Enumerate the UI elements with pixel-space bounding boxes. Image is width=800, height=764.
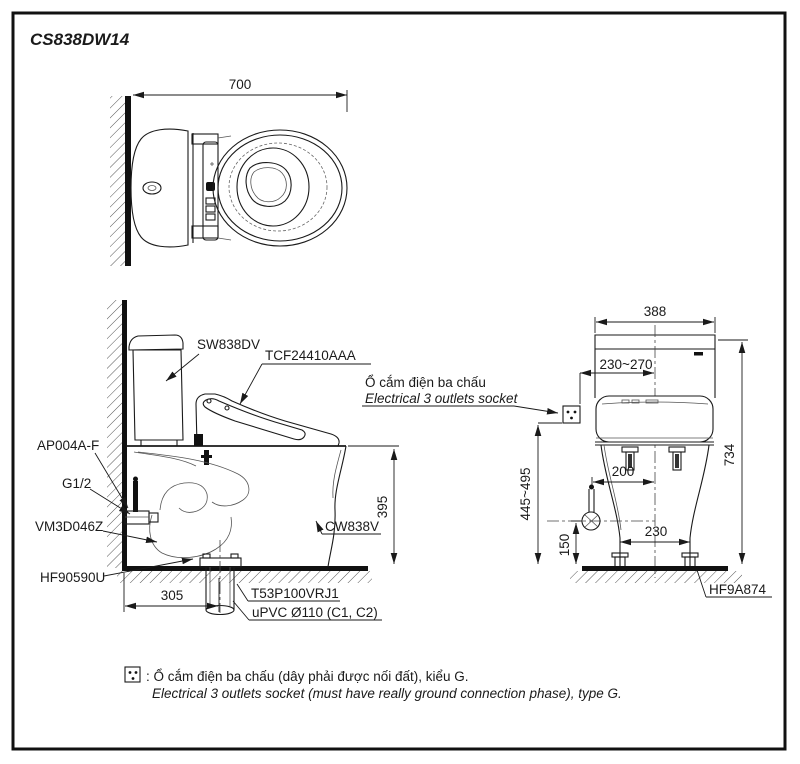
wall-line bbox=[122, 300, 127, 568]
floor-hatch bbox=[570, 571, 742, 583]
dim-total-height: 734 bbox=[722, 443, 737, 466]
tank-lid-plan bbox=[130, 128, 189, 248]
label-socket-vi: Ổ cắm điện ba chấu bbox=[365, 375, 486, 390]
tank-body-side bbox=[132, 349, 184, 441]
pedestal-left bbox=[600, 444, 621, 566]
label-connector: VM3D046Z bbox=[35, 519, 103, 534]
front-view: 388 bbox=[362, 304, 772, 598]
tank-lid-side bbox=[128, 334, 184, 351]
legend-socket-icon bbox=[124, 666, 141, 683]
bowl-outline-plan bbox=[212, 129, 348, 247]
floor-line bbox=[122, 566, 368, 571]
legend-line-vi: : Ổ cắm điện ba chấu (dây phải được nối … bbox=[146, 669, 469, 684]
label-washlet: TCF24410AAA bbox=[265, 348, 356, 363]
legend-line-en: Electrical 3 outlets socket (must have r… bbox=[152, 686, 622, 701]
washlet-side bbox=[195, 393, 340, 447]
top-view: 700 bbox=[110, 77, 348, 266]
sheet-border bbox=[11, 11, 787, 751]
dim-socket-offset: 230~270 bbox=[600, 357, 653, 372]
dim-front-width: 388 bbox=[644, 304, 667, 319]
wall-line bbox=[125, 96, 131, 266]
dim-valve-offset: 200 bbox=[612, 464, 635, 479]
floor-hatch bbox=[117, 571, 372, 583]
label-supply-valve: AP004A-F bbox=[37, 438, 99, 453]
dim-top-width: 700 bbox=[229, 77, 252, 92]
wall-hatch bbox=[110, 96, 125, 266]
label-bowl: CW838V bbox=[325, 519, 379, 534]
label-socket-en: Electrical 3 outlets socket bbox=[365, 391, 519, 406]
label-bolt-cap-side: HF90590U bbox=[40, 570, 105, 585]
drain-flange bbox=[199, 557, 242, 568]
label-bolt-cap-front: HF9A874 bbox=[709, 582, 767, 597]
label-flange: T53P100VRJ1 bbox=[251, 586, 339, 601]
dim-socket-height: 445~495 bbox=[518, 468, 533, 521]
socket-icon bbox=[562, 405, 581, 424]
side-view: SW838DV TCF24410AAA AP004A-F G1/2 VM3D04… bbox=[35, 300, 399, 621]
label-thread: G1/2 bbox=[62, 476, 91, 491]
label-pipe: uPVC Ø110 (C1, C2) bbox=[252, 605, 378, 620]
pedestal-right bbox=[689, 444, 710, 566]
floor-line bbox=[582, 566, 728, 571]
brand-mark bbox=[694, 352, 703, 356]
label-tank: SW838DV bbox=[197, 337, 260, 352]
legend: : Ổ cắm điện ba chấu (dây phải được nối … bbox=[124, 666, 622, 701]
wall-hatch bbox=[107, 300, 122, 568]
bowl-front-curve bbox=[327, 445, 347, 568]
dim-valve-height: 150 bbox=[557, 534, 572, 557]
dim-bowl-height: 395 bbox=[375, 496, 390, 519]
dim-bolt-spacing: 230 bbox=[645, 524, 668, 539]
model-title: CS838DW14 bbox=[30, 30, 130, 49]
dim-outlet-depth: 305 bbox=[161, 588, 184, 603]
